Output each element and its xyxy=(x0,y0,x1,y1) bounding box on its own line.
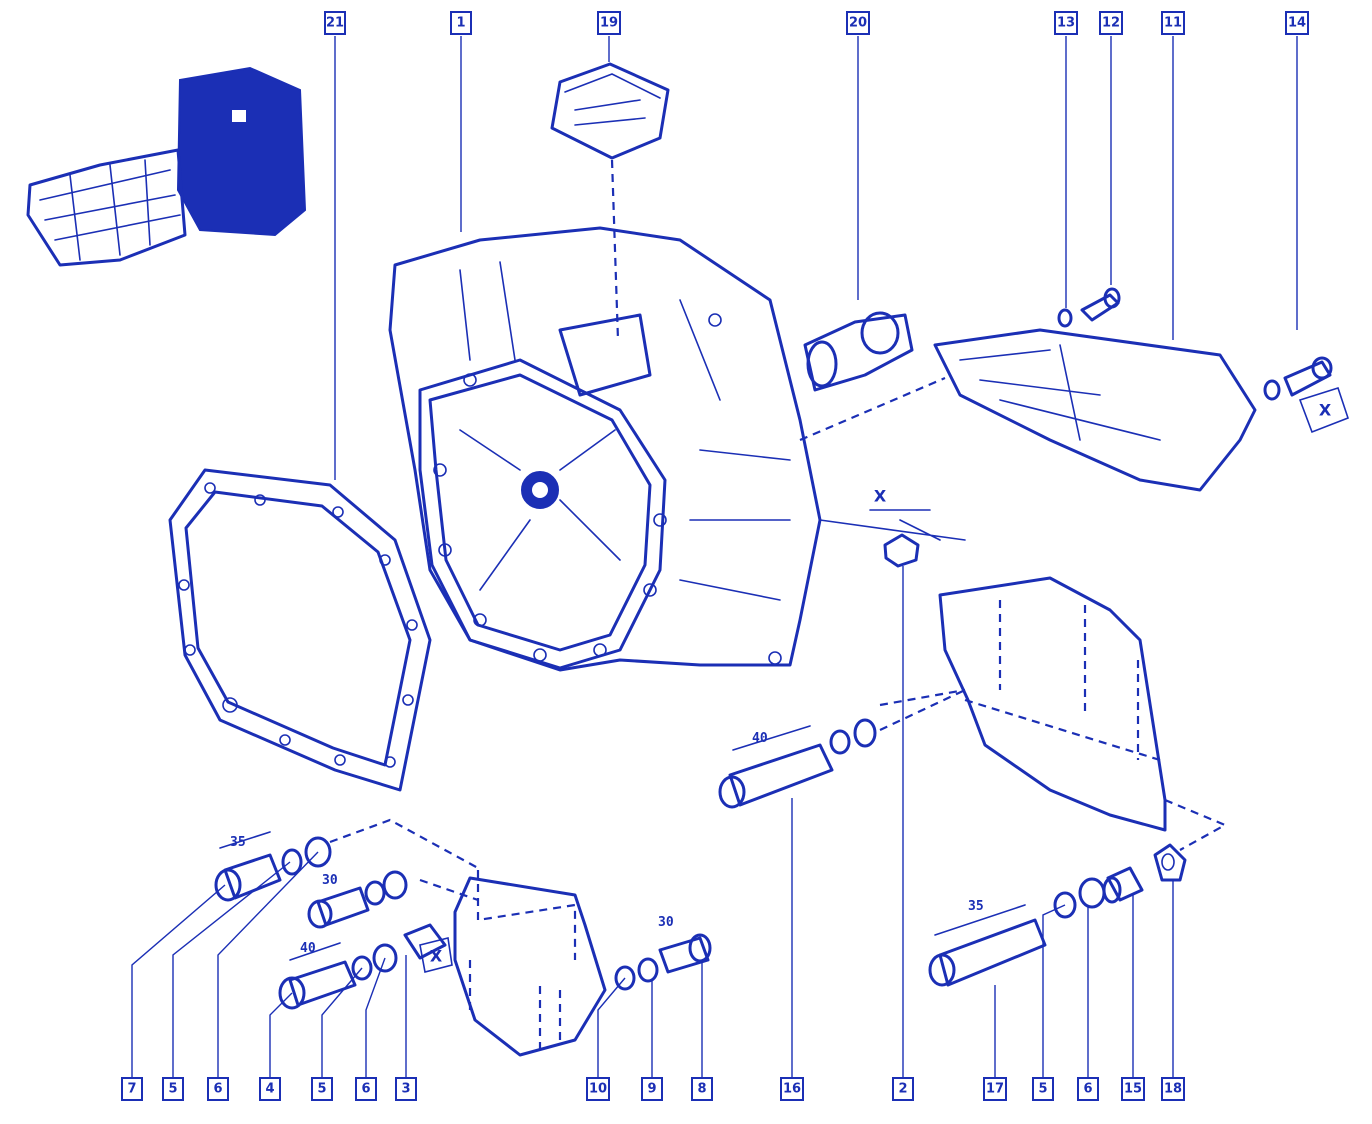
dimension-label: 40 xyxy=(752,731,768,746)
callout-17: 17 xyxy=(983,1077,1007,1101)
svg-text:9: 9 xyxy=(647,1082,656,1097)
callout-1: 1 xyxy=(450,11,472,35)
svg-text:12: 12 xyxy=(1102,16,1120,31)
svg-text:17: 17 xyxy=(986,1082,1004,1097)
washer-part-5-right xyxy=(1053,891,1077,919)
svg-text:1: 1 xyxy=(456,16,465,31)
dimension-label: 30 xyxy=(658,915,674,930)
cover-plate-part-11 xyxy=(799,328,1257,492)
svg-text:14: 14 xyxy=(1288,16,1306,31)
x-mark: X xyxy=(430,947,443,966)
x-mark: X xyxy=(874,487,887,506)
washer-part-13 xyxy=(1057,308,1073,328)
svg-text:2: 2 xyxy=(898,1082,907,1097)
callout-19: 19 xyxy=(597,11,621,35)
gearbox-assembly-inset xyxy=(26,66,307,267)
leader-lines xyxy=(131,36,1298,1078)
callout-4: 4 xyxy=(259,1077,281,1101)
bolt-part-30-left: 30 xyxy=(307,870,408,929)
svg-text:5: 5 xyxy=(1038,1082,1047,1097)
x-mark: X xyxy=(1319,401,1332,420)
svg-text:16: 16 xyxy=(783,1082,801,1097)
guide-sleeve-part-20 xyxy=(803,311,914,392)
cover-block-part-19 xyxy=(550,62,670,341)
dimension-label: 35 xyxy=(230,835,246,850)
callout-9: 9 xyxy=(641,1077,663,1101)
svg-text:18: 18 xyxy=(1164,1082,1182,1097)
callout-3: 3 xyxy=(395,1077,417,1101)
callout-11: 11 xyxy=(1161,11,1185,35)
svg-text:21: 21 xyxy=(326,16,344,31)
callout-7: 7 xyxy=(121,1077,143,1101)
svg-text:10: 10 xyxy=(589,1082,607,1097)
bolt-part-7: 35 xyxy=(214,831,282,902)
bolt-part-17: 35 xyxy=(928,899,1047,987)
nut-part-2: X xyxy=(819,487,966,568)
callout-5: 5 xyxy=(311,1077,333,1101)
washer-part-5-a xyxy=(281,848,303,876)
callout-2: 2 xyxy=(892,1077,914,1101)
bolt-part-16: 40 xyxy=(718,689,966,809)
svg-text:13: 13 xyxy=(1057,16,1075,31)
lower-cover-plate xyxy=(879,576,1228,851)
svg-text:6: 6 xyxy=(1083,1082,1092,1097)
dimension-label: 30 xyxy=(322,873,338,888)
svg-text:6: 6 xyxy=(213,1082,222,1097)
callout-5: 5 xyxy=(162,1077,184,1101)
svg-text:4: 4 xyxy=(265,1082,274,1097)
callout-8: 8 xyxy=(691,1077,713,1101)
washer-part-9 xyxy=(637,957,659,983)
callout-16: 16 xyxy=(780,1077,804,1101)
callout-6: 6 xyxy=(355,1077,377,1101)
callout-18: 18 xyxy=(1161,1077,1185,1101)
dimension-label: 40 xyxy=(300,941,316,956)
screw-part-12 xyxy=(1080,287,1121,322)
washer-part-6-a xyxy=(304,836,332,868)
dimension-label: 35 xyxy=(968,899,984,914)
callout-5: 5 xyxy=(1032,1077,1054,1101)
spacer-part-15 xyxy=(1102,866,1144,904)
callout-12: 12 xyxy=(1099,11,1123,35)
callout-6: 6 xyxy=(207,1077,229,1101)
svg-text:11: 11 xyxy=(1164,16,1182,31)
callout-6: 6 xyxy=(1077,1077,1099,1101)
callout-10: 10 xyxy=(586,1077,610,1101)
gasket-part-21 xyxy=(168,468,432,792)
svg-text:20: 20 xyxy=(849,16,867,31)
lower-left-plate xyxy=(329,818,607,1057)
bolt-part-4: 40 xyxy=(278,941,357,1010)
callout-14: 14 xyxy=(1285,11,1309,35)
callout-21: 21 xyxy=(324,11,346,35)
svg-text:6: 6 xyxy=(361,1082,370,1097)
callout-13: 13 xyxy=(1054,11,1078,35)
svg-text:3: 3 xyxy=(401,1082,410,1097)
washer-part-6-right xyxy=(1078,877,1106,909)
bush-part-18 xyxy=(1153,843,1187,882)
callout-15: 15 xyxy=(1121,1077,1145,1101)
clutch-housing-part-1 xyxy=(388,226,822,672)
bolt-part-14: X xyxy=(1263,356,1349,434)
svg-text:15: 15 xyxy=(1124,1082,1142,1097)
svg-text:19: 19 xyxy=(600,16,618,31)
svg-text:5: 5 xyxy=(168,1082,177,1097)
svg-text:5: 5 xyxy=(317,1082,326,1097)
callout-20: 20 xyxy=(846,11,870,35)
washer-part-5-b xyxy=(351,955,373,981)
washer-part-10 xyxy=(614,965,636,991)
washer-part-6-b xyxy=(372,943,398,973)
bolt-part-8: 30 xyxy=(658,915,712,974)
svg-text:8: 8 xyxy=(697,1082,706,1097)
svg-text:7: 7 xyxy=(127,1082,136,1097)
nut-part-3: X xyxy=(403,923,453,973)
